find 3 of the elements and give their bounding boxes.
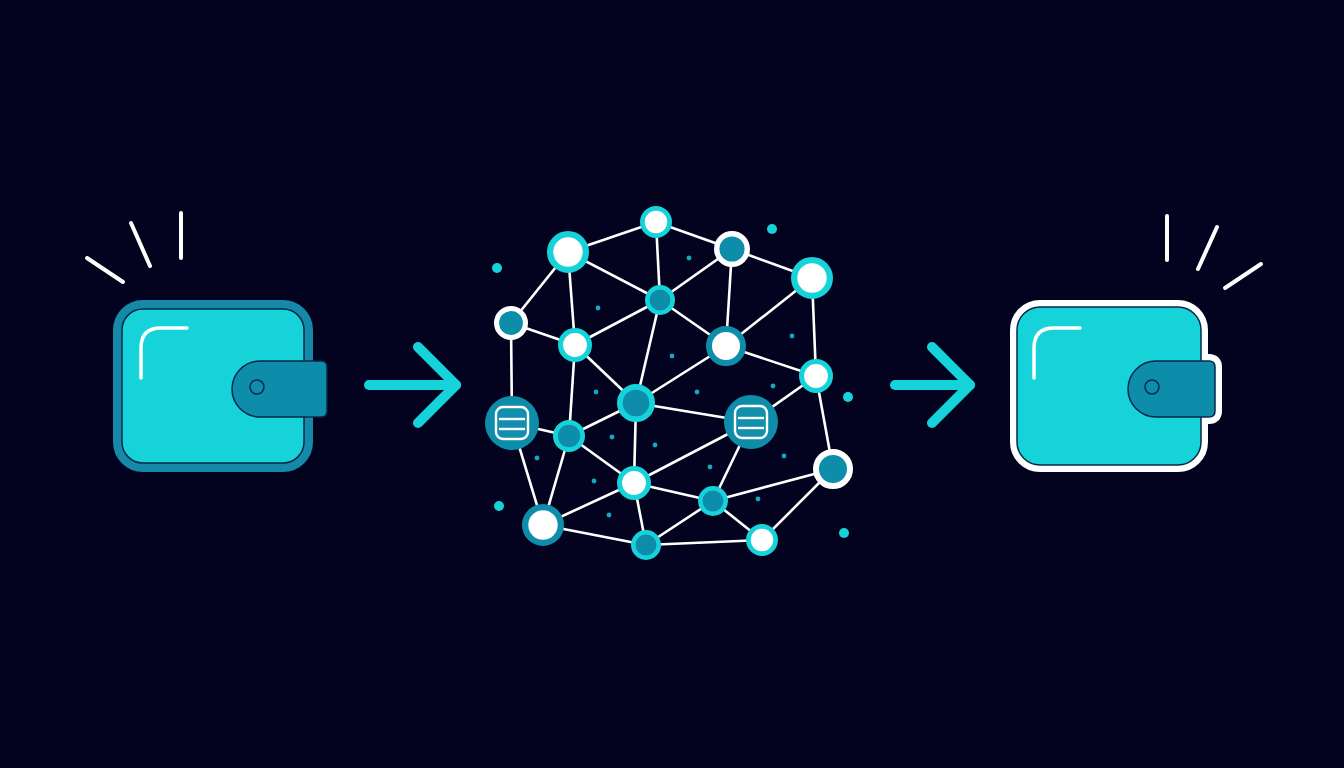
arrow bbox=[364, 342, 461, 428]
arrow bbox=[890, 342, 975, 428]
wallet-illustration bbox=[84, 208, 329, 474]
